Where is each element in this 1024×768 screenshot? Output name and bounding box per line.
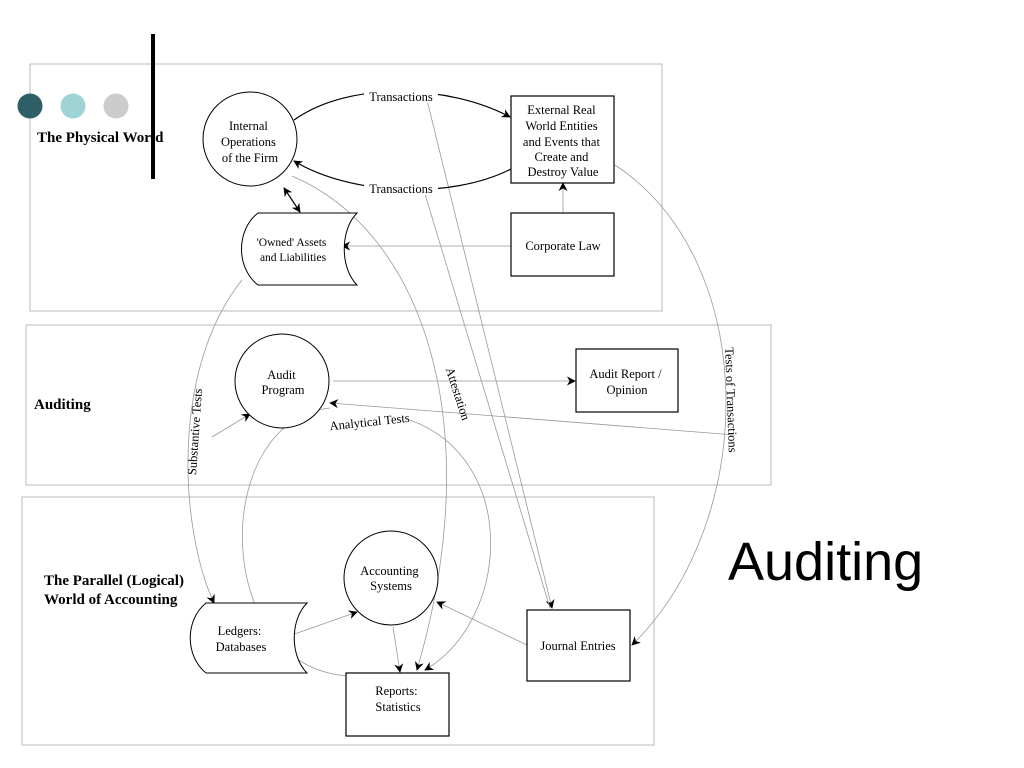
node-external-entities [510, 95, 615, 184]
node-accounting-systems-label: Accounting Systems [360, 564, 421, 593]
decorative-dot-gray [103, 93, 129, 119]
edge-label-analytical-tests: Analytical Tests [329, 411, 411, 433]
node-ledgers-label: Ledgers: Databases [216, 624, 267, 654]
node-internal-operations-label: Internal Operations of the Firm [221, 119, 279, 165]
edge-label-attestation: Attestation [443, 366, 473, 423]
physical-world-frame [29, 63, 663, 312]
edge-internal-ops-assets [283, 187, 301, 213]
edge-transactions-to-journal-b [424, 193, 551, 609]
edge-label-transactions-top: Transactions [369, 90, 433, 104]
edge-tests-of-transactions [614, 164, 727, 646]
node-audit-report [575, 348, 679, 413]
node-accounting-systems [343, 530, 439, 626]
node-journal-entries-label: Journal Entries [540, 639, 615, 653]
node-internal-operations [202, 91, 298, 187]
node-audit-program [234, 333, 330, 429]
edge-analytical-tests-to-reports [409, 419, 492, 671]
node-external-entities-label: External Real World Entities and Events … [523, 103, 603, 179]
edge-ledgers-accounting [285, 610, 358, 639]
section-label-auditing: Auditing [34, 397, 91, 413]
node-ledgers [189, 602, 309, 674]
edge-substantive-tests [187, 279, 243, 604]
slide-title: Auditing [728, 532, 923, 592]
auditing-frame [25, 324, 772, 486]
node-audit-program-label: Audit Program [261, 368, 304, 397]
edge-label-substantive-tests: Substantive Tests [185, 388, 205, 476]
node-owned-assets [241, 212, 359, 286]
section-label-accounting-world: The Parallel (Logical) World of Accounti… [44, 573, 188, 608]
edge-tests-to-audit-program [329, 399, 736, 436]
edge-attestation [291, 175, 447, 671]
edge-label-tests-of-transactions: Tests of Transactions [722, 347, 740, 453]
decorative-dot-teal [60, 93, 86, 119]
edge-journal-to-accounting [436, 601, 528, 646]
edge-label-transactions-bottom: Transactions [369, 182, 433, 196]
decorative-dot-dark [17, 93, 43, 119]
edge-substantive-to-audit [211, 413, 251, 438]
edge-accounting-to-reports [392, 626, 404, 673]
node-owned-assets-label: 'Owned' Assets and Liabilities [257, 237, 330, 264]
edge-transactions-to-journal-a [426, 99, 555, 609]
node-reports [345, 672, 450, 737]
node-audit-report-label: Audit Report / Opinion [589, 367, 664, 397]
node-journal-entries [526, 609, 631, 682]
node-reports-label: Reports: Statistics [375, 684, 420, 714]
node-corporate-law-label: Corporate Law [525, 239, 600, 253]
node-corporate-law [510, 212, 615, 277]
section-label-physical-world: The Physical World [37, 130, 164, 146]
